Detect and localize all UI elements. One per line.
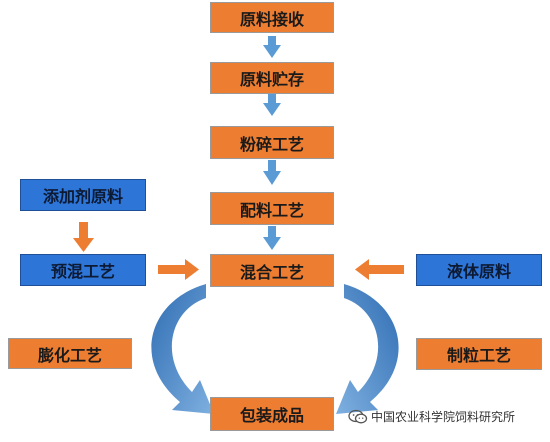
down-arrow-1 bbox=[263, 36, 281, 58]
node-extrusion: 膨化工艺 bbox=[8, 338, 132, 369]
watermark-text: 中国农业科学院饲料研究所 bbox=[371, 410, 516, 424]
additive-to-premix-arrow bbox=[73, 222, 94, 252]
watermark: 中国农业科学院饲料研究所 bbox=[348, 408, 515, 425]
wechat-icon bbox=[348, 409, 368, 423]
down-arrow-4 bbox=[263, 226, 281, 250]
node-storage: 原料贮存 bbox=[210, 62, 334, 94]
node-premix: 预混工艺 bbox=[20, 254, 146, 286]
down-arrow-3 bbox=[263, 160, 281, 185]
liquid-to-mixing-arrow bbox=[355, 259, 404, 280]
node-liquid: 液体原料 bbox=[416, 254, 542, 286]
node-packaging: 包装成品 bbox=[210, 397, 334, 431]
node-grinding: 粉碎工艺 bbox=[210, 126, 334, 159]
node-batching: 配料工艺 bbox=[210, 192, 334, 225]
right-curve-arrow bbox=[336, 284, 399, 414]
node-additive: 添加剂原料 bbox=[20, 179, 146, 211]
down-arrow-2 bbox=[263, 94, 281, 116]
premix-to-mixing-arrow bbox=[158, 259, 199, 280]
node-mixing: 混合工艺 bbox=[210, 254, 334, 287]
node-receive: 原料接收 bbox=[210, 2, 334, 33]
node-pelleting: 制粒工艺 bbox=[416, 338, 542, 370]
left-curve-arrow bbox=[151, 284, 214, 414]
